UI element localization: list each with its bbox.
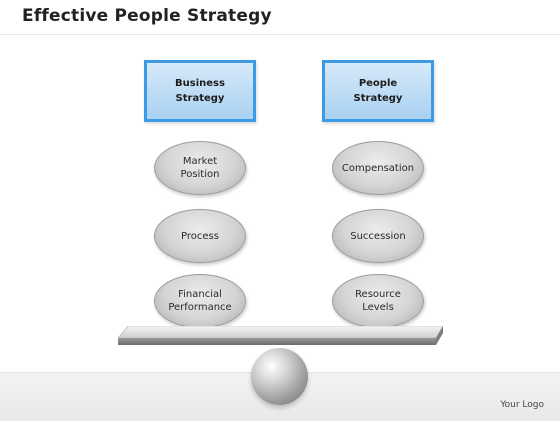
- business-strategy-box: Business Strategy: [144, 60, 256, 122]
- title-divider: [0, 34, 560, 35]
- footer-logo: Your Logo: [500, 400, 544, 410]
- compensation-oval: Compensation: [332, 141, 424, 195]
- succession-oval: Succession: [332, 209, 424, 263]
- balance-plank: [118, 326, 443, 345]
- process-oval: Process: [154, 209, 246, 263]
- fulcrum-ball: [251, 348, 308, 405]
- market-position-oval: Market Position: [154, 141, 246, 195]
- financial-performance-oval: Financial Performance: [154, 274, 246, 328]
- people-strategy-box: People Strategy: [322, 60, 434, 122]
- page-title: Effective People Strategy: [22, 6, 272, 26]
- resource-levels-oval: Resource Levels: [332, 274, 424, 328]
